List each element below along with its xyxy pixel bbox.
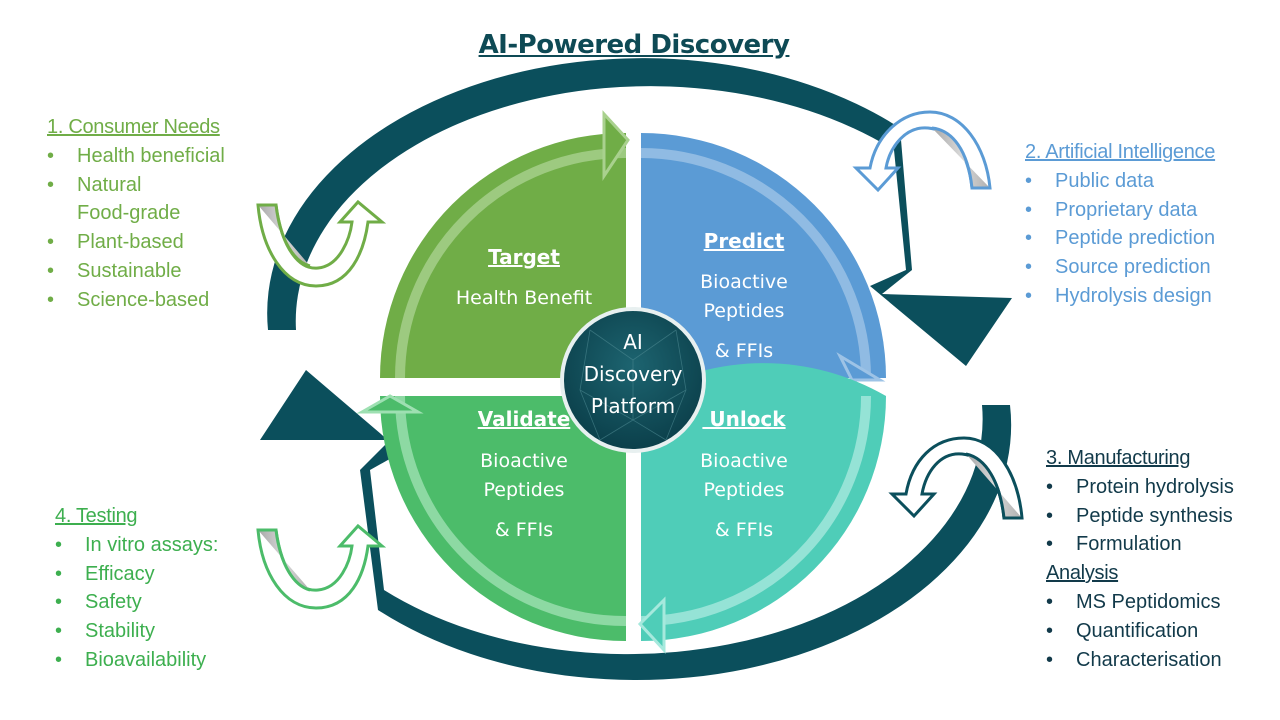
list-item: In vitro assays: <box>55 531 218 560</box>
list-item: Characterisation <box>1046 646 1234 675</box>
consumer-needs-panel: 1. Consumer Needs Health beneficial Natu… <box>47 113 225 315</box>
center-platform-circle: AI Discovery Platform <box>560 307 706 453</box>
list-item: MS Peptidomics <box>1046 588 1234 617</box>
center-line3: Platform <box>591 394 675 418</box>
manufacturing-panel: 3. Manufacturing Protein hydrolysis Pept… <box>1046 444 1234 674</box>
list-item: Bioavailability <box>55 646 218 675</box>
list-item: Hydrolysis design <box>1025 282 1215 311</box>
analysis-list: MS Peptidomics Quantification Characteri… <box>1046 588 1234 674</box>
loop-arrow-consumer-icon <box>256 199 387 288</box>
quadrant-validate <box>356 394 627 642</box>
target-heading: Target <box>488 245 560 269</box>
outer-arrow-bottom-icon <box>260 370 1012 681</box>
list-item: Sustainable <box>47 257 225 286</box>
outer-arrow-top-icon <box>267 58 1012 366</box>
list-item: Protein hydrolysis <box>1046 473 1234 502</box>
list-item: Public data <box>1025 167 1215 196</box>
center-line1: AI <box>623 330 643 354</box>
predict-heading: Predict <box>704 229 785 253</box>
list-item: Quantification <box>1046 617 1234 646</box>
list-item: Plant-based <box>47 228 225 257</box>
consumer-needs-heading: 1. Consumer Needs <box>47 116 220 138</box>
list-item: Efficacy <box>55 560 218 589</box>
artificial-intelligence-panel: 2. Artificial Intelligence Public data P… <box>1025 138 1215 311</box>
loop-arrow-ai-icon <box>852 110 992 193</box>
manufacturing-list: Protein hydrolysis Peptide synthesis For… <box>1046 473 1234 559</box>
list-item: Science-based <box>47 286 225 315</box>
list-item: Stability <box>55 617 218 646</box>
predict-arrowhead-icon <box>836 352 886 382</box>
predict-line3: & FFIs <box>715 340 773 362</box>
quadrant-unlock <box>637 363 886 654</box>
list-item: Peptide prediction <box>1025 224 1215 253</box>
target-arrowhead-icon <box>602 110 630 181</box>
list-item: Peptide synthesis <box>1046 502 1234 531</box>
unlock-arrowhead-icon <box>637 596 666 654</box>
analysis-heading: Analysis <box>1046 562 1119 585</box>
validate-heading: Validate <box>478 407 571 431</box>
consumer-needs-list: Health beneficial Natural Food-grade Pla… <box>47 142 225 315</box>
validate-arrowhead-icon <box>356 394 424 414</box>
testing-panel: 4. Testing In vitro assays: Efficacy Saf… <box>55 502 218 675</box>
unlock-line3: & FFIs <box>715 519 773 541</box>
predict-line2: Peptides <box>704 300 785 322</box>
list-item: Health beneficial <box>47 142 225 171</box>
artificial-intelligence-heading: 2. Artificial Intelligence <box>1025 141 1216 163</box>
quadrant-predict <box>640 133 886 382</box>
diagram-title: AI-Powered Discovery <box>478 30 790 60</box>
list-item: Formulation <box>1046 530 1234 559</box>
list-item-continuation: Food-grade <box>77 202 181 225</box>
list-item: Source prediction <box>1025 253 1215 282</box>
list-item: Proprietary data <box>1025 196 1215 225</box>
center-line2: Discovery <box>584 362 683 386</box>
target-label: Health Benefit <box>456 287 592 309</box>
testing-list: In vitro assays: Efficacy Safety Stabili… <box>55 531 218 675</box>
list-item-text: Natural <box>77 173 142 196</box>
testing-heading: 4. Testing <box>55 505 138 527</box>
artificial-intelligence-list: Public data Proprietary data Peptide pre… <box>1025 167 1215 311</box>
predict-line1: Bioactive <box>700 271 788 293</box>
validate-line2: Peptides <box>484 479 565 501</box>
unlock-line2: Peptides <box>704 479 785 501</box>
validate-line3: & FFIs <box>495 519 553 541</box>
list-item: Safety <box>55 588 218 617</box>
manufacturing-heading: 3. Manufacturing <box>1046 447 1191 469</box>
list-item: Natural Food-grade <box>47 171 225 229</box>
loop-arrow-manufacturing-icon <box>888 436 1024 520</box>
quadrant-target <box>380 110 630 379</box>
outer-cycle-arrows <box>260 58 1012 681</box>
loop-arrow-testing-icon <box>256 523 387 610</box>
unlock-heading: Unlock <box>702 407 786 431</box>
unlock-line1: Bioactive <box>700 450 788 472</box>
validate-line1: Bioactive <box>480 450 568 472</box>
